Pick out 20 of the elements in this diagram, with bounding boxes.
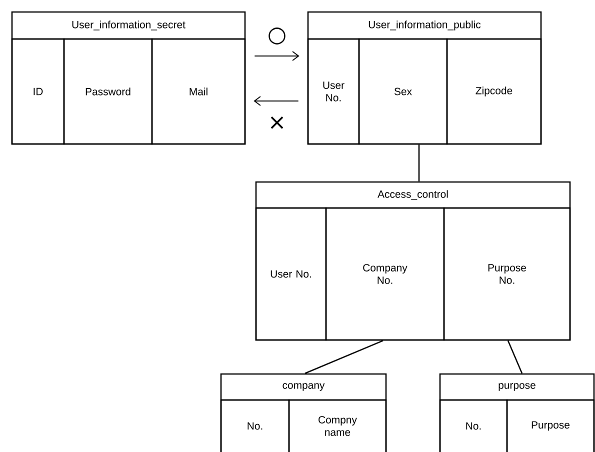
table-cell: Compny name bbox=[288, 399, 387, 452]
table-cell: Purpose No. bbox=[443, 207, 571, 341]
table-cell: Company No. bbox=[325, 207, 445, 341]
connector-line bbox=[418, 144, 420, 182]
table-cell: Sex bbox=[358, 38, 448, 145]
connector-line bbox=[304, 340, 384, 374]
arrow bbox=[254, 96, 299, 106]
table-cell: Password bbox=[63, 38, 153, 145]
connector-line bbox=[507, 340, 523, 374]
edge-label: ○ bbox=[268, 28, 286, 44]
table-cell: ID bbox=[11, 38, 65, 145]
table-cell: Zipcode bbox=[446, 38, 542, 145]
edge-label: × bbox=[270, 116, 284, 129]
table-cell: User No. bbox=[307, 38, 360, 145]
table-cell: No. bbox=[439, 399, 508, 452]
table-cell: User No. bbox=[255, 207, 327, 341]
arrow bbox=[254, 51, 300, 61]
table-cell: Mail bbox=[151, 38, 246, 145]
table-cell: No. bbox=[220, 399, 290, 452]
table-cell: Purpose bbox=[506, 399, 595, 452]
